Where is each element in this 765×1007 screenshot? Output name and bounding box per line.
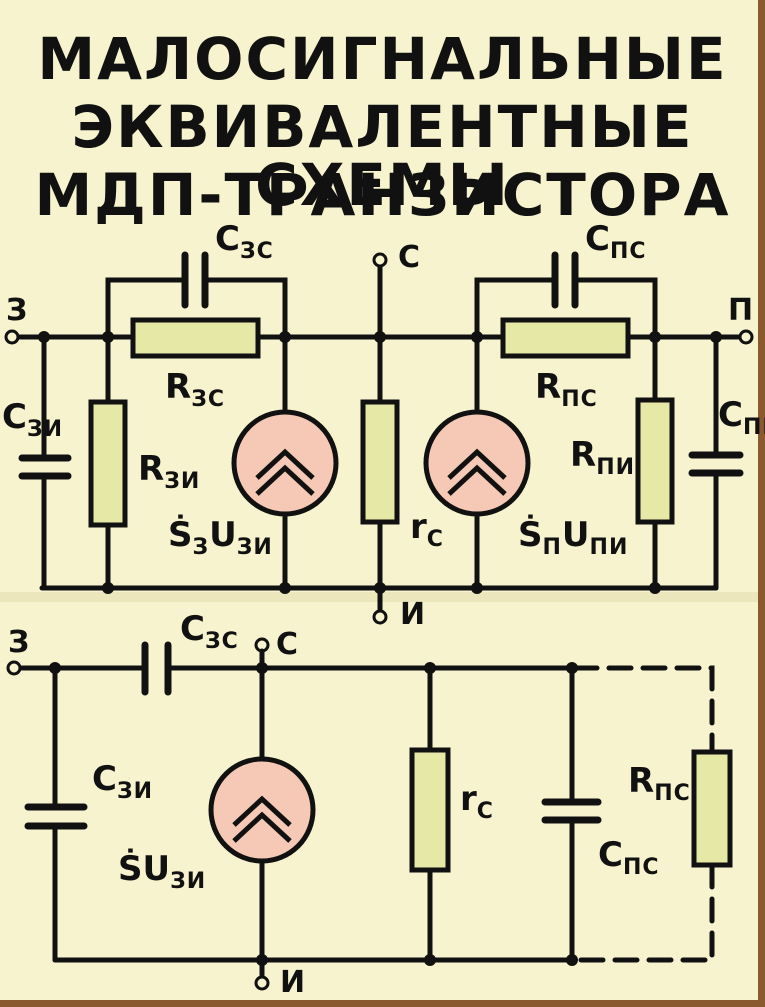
current-source-s-z [231, 409, 339, 517]
label-c-zi-2: CЗИ [92, 759, 153, 804]
substrate-terminal [738, 329, 754, 345]
current-source-s-p [423, 409, 531, 517]
label-c-zs-2: CЗС [180, 609, 239, 654]
resistor-r-zs [130, 317, 261, 359]
label-r-c-1: rС [410, 507, 444, 552]
gate-terminal-2 [6, 660, 22, 676]
label-substrate: П [728, 293, 754, 328]
label-s-p: ṠПUПИ [518, 515, 629, 560]
label-r-c-2: rС [460, 779, 494, 824]
title-line-3: МДП-ТРАНЗИСТОРА [34, 161, 731, 229]
label-r-zi: RЗИ [138, 449, 201, 494]
resistor-r-ps [500, 317, 631, 359]
label-source-1: И [400, 597, 426, 632]
resistor-r-c-2 [409, 747, 451, 873]
diagram-2 [6, 637, 715, 991]
label-r-ps-1: RПС [535, 367, 598, 412]
label-s-z: ṠЗUЗИ [168, 515, 273, 560]
resistors-2 [409, 747, 733, 873]
resistor-r-zi [88, 399, 128, 528]
title-line-2: ЭКВИВАЛЕНТНЫЕ СХЕМЫ [71, 93, 694, 219]
label-drain-2: С [276, 627, 299, 662]
diagram-1 [4, 251, 754, 625]
label-c-zi-1: CЗИ [2, 397, 63, 442]
label-r-pi: RПИ [570, 435, 636, 480]
junctions-2 [49, 662, 578, 966]
label-c-pi: CПИ [718, 395, 765, 440]
current-source-s [208, 756, 316, 864]
drain-terminal-1 [372, 252, 388, 268]
label-gate-1: З [6, 293, 28, 328]
resistor-r-c-1 [360, 399, 400, 525]
title-line-1: МАЛОСИГНАЛЬНЫЕ [37, 25, 728, 93]
label-c-zs-1: CЗС [215, 219, 274, 264]
junctions-1 [38, 331, 722, 594]
label-c-ps-2: CПС [598, 835, 660, 880]
resistor-r-ps-2 [691, 749, 733, 868]
label-drain-1: С [398, 240, 421, 275]
label-source-2: И [280, 965, 306, 1000]
dashed-r-ps-branch [572, 665, 715, 963]
label-s: ṠUЗИ [118, 849, 207, 894]
label-r-zs: RЗС [165, 367, 225, 412]
label-r-ps-2: RПС [628, 761, 691, 806]
source-terminal-1 [372, 609, 388, 625]
resistors-1 [88, 317, 675, 528]
source-terminal-2 [254, 975, 270, 991]
gate-terminal-1 [4, 329, 20, 345]
label-c-ps-1: CПС [585, 219, 647, 264]
resistor-r-pi [635, 397, 675, 525]
label-gate-2: З [8, 625, 30, 660]
